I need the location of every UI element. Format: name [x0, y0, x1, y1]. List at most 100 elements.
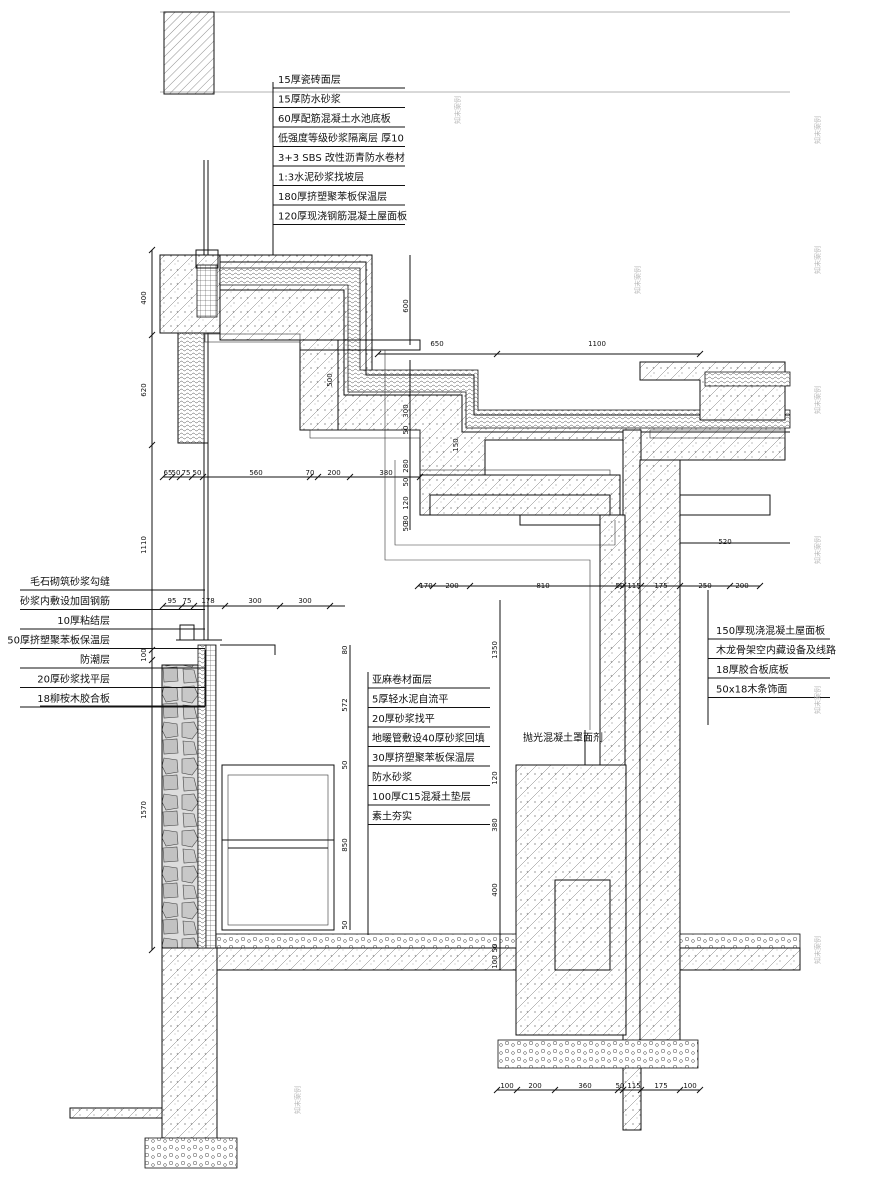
floor-callout: 亚麻卷材面层5厚轻水泥自流平20厚砂浆找平地暖管敷设40厚砂浆回填30厚挤塑聚苯… — [368, 673, 490, 825]
ceiling-layer-label: 木龙骨架空内藏设备及线路 — [716, 644, 836, 657]
dim-midrow-value: 50 — [616, 582, 625, 590]
roof-layer-label: 低强度等级砂浆隔离层 厚10 — [278, 132, 404, 145]
left-wall — [159, 160, 221, 640]
dim-cabinet-value: 80 — [341, 646, 349, 655]
floor-layer-label: 素土夯实 — [372, 810, 412, 823]
dim-step-value: 50 — [402, 478, 410, 487]
watermark-text: 知末案例 — [633, 266, 642, 294]
dim-midrow-value: 200 — [445, 582, 458, 590]
dim-low-value: 100 — [491, 955, 499, 968]
dim-row620-value: 200 — [327, 469, 340, 477]
dim-top1100-value: 1100 — [588, 340, 606, 348]
floor-layer-label: 100厚C15混凝土垫层 — [372, 790, 471, 803]
dim-left-value: 1110 — [140, 536, 148, 554]
cabinet — [220, 644, 335, 931]
parapet-brick — [196, 264, 218, 318]
floor-layer-label: 5厚轻水泥自流平 — [372, 693, 448, 706]
structure — [419, 429, 771, 1131]
watermark-text: 知末案例 — [813, 936, 822, 964]
wall-layer-label: 毛石砌筑砂浆勾缝 — [30, 575, 110, 588]
wall-layer-label: 10厚粘结层 — [57, 614, 110, 627]
watermark-text: 知末案例 — [813, 686, 822, 714]
floor-layer-label: 防水砂浆 — [372, 771, 412, 784]
dim-low-value: 50 — [491, 944, 499, 953]
watermark-text: 知末案例 — [813, 116, 822, 144]
roof-layer-label: 120厚现浇钢筋混凝土屋面板 — [278, 210, 407, 223]
dim-row1110-value: 178 — [201, 597, 214, 605]
lower-column — [515, 764, 627, 1036]
dim-step-value: 30 — [402, 516, 410, 525]
wall-layer-label: 砂浆内敷设加固钢筋 — [20, 595, 110, 608]
dim-row1110-value: 300 — [298, 597, 311, 605]
dim-bottom-value: 200 — [528, 1082, 541, 1090]
dim-bottom-value: 50 — [616, 1082, 625, 1090]
dim-step-value: 500 — [326, 373, 334, 386]
dim-left-value: 1570 — [140, 801, 148, 819]
floor-layer-label: 亚麻卷材面层 — [372, 673, 432, 686]
dim-bottom-value: 175 — [654, 1082, 667, 1090]
floor-layer-label: 30厚挤塑聚苯板保温层 — [372, 751, 475, 764]
ceiling-layer-label: 18厚胶合板底板 — [716, 663, 789, 676]
watermark-text: 知末案例 — [293, 1086, 302, 1114]
dim-cabinet-value: 50 — [341, 761, 349, 770]
dim-midrow-value: 200 — [735, 582, 748, 590]
dim-row620-value: 50 — [172, 469, 181, 477]
dim-low-value: 120 — [491, 771, 499, 784]
dim-row620-value: 70 — [306, 469, 315, 477]
ceiling-layer-label: 50x18木条饰面 — [716, 683, 787, 696]
dim-left-value: 100 — [140, 648, 148, 661]
dim-midrow-value: 175 — [654, 582, 667, 590]
dim-1350-value: 1350 — [491, 641, 499, 659]
dim-right520-value: 520 — [718, 538, 731, 546]
dim-step-value: 120 — [402, 496, 410, 509]
dim-row1110-value: 300 — [248, 597, 261, 605]
dim-row1110-value: 75 — [183, 597, 192, 605]
floor-layer-label: 地暖管敷设40厚砂浆回填 — [372, 732, 485, 745]
dimension-left: 400 620 1110 100 1570 — [140, 246, 156, 954]
foundation-pad — [497, 1039, 699, 1069]
dim-bottom-value: 100 — [683, 1082, 696, 1090]
dim-step-value: 50 — [402, 523, 410, 532]
dim-row620-value: 560 — [249, 469, 262, 477]
dim-left-value: 400 — [140, 291, 148, 304]
dim-low-value: 400 — [491, 883, 499, 896]
roof-layer-label: 180厚挤塑聚苯板保温层 — [278, 190, 387, 203]
wall-layer-label: 18柳桉木胶合板 — [37, 692, 110, 705]
foundation-wall — [161, 947, 218, 1141]
wall-left-callout: 毛石砌筑砂浆勾缝砂浆内敷设加固钢筋10厚粘结层50厚挤塑聚苯板保温层防潮层20厚… — [7, 575, 205, 708]
watermark-text: 知末案例 — [813, 386, 822, 414]
dim-midrow-value: 170 — [419, 582, 432, 590]
roof-layer-label: 15厚防水砂浆 — [278, 93, 341, 106]
roof-layer-label: 3+3 SBS 改性沥青防水卷材 — [278, 151, 405, 164]
watermark-text: 知末案例 — [813, 246, 822, 274]
wall-layer-label: 20厚砂浆找平层 — [37, 673, 110, 686]
dim-row1110-value: 95 — [168, 597, 177, 605]
leaders — [40, 350, 709, 935]
dim-cabinet-value: 850 — [341, 838, 349, 851]
dim-row620-value: 380 — [379, 469, 392, 477]
left-insulation — [177, 332, 205, 444]
dim-step-value: 150 — [452, 438, 460, 451]
dim-top650-value: 650 — [430, 340, 443, 348]
dim-left-value: 620 — [140, 383, 148, 396]
stone-wall — [161, 624, 222, 949]
dim-row620-value: 75 — [182, 469, 191, 477]
dim-bottom-value: 360 — [578, 1082, 591, 1090]
ceiling-layer-label: 150厚现浇混凝土屋面板 — [716, 624, 825, 637]
right-column — [639, 459, 681, 1041]
concrete-note: 抛光混凝土罩面剂 — [523, 731, 603, 744]
dim-cabinet-value: 50 — [341, 921, 349, 930]
dim-midrow-value: 250 — [698, 582, 711, 590]
roof-layer-label: 1:3水泥砂浆找坡层 — [278, 171, 364, 184]
roof-slab — [204, 254, 791, 479]
dim-top600-value: 600 — [402, 299, 410, 312]
dim-midrow-value: 115 — [627, 582, 640, 590]
roof-layer-label: 15厚瓷砖面层 — [278, 73, 341, 86]
dim-cabinet-value: 572 — [341, 698, 349, 711]
dim-bottom-value: 115 — [627, 1082, 640, 1090]
wall-layer-label: 防潮层 — [80, 653, 110, 666]
